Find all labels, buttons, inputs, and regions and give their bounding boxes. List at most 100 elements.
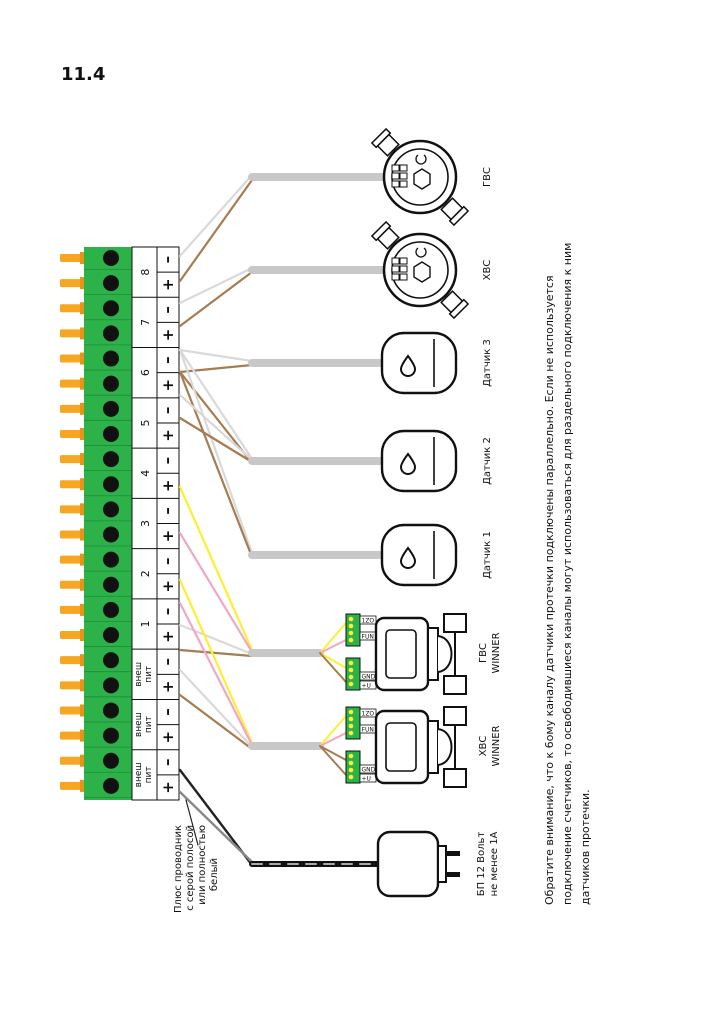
gvs-winner-label-2: WINNER bbox=[491, 632, 502, 673]
minus-sign: – bbox=[158, 507, 176, 515]
pin bbox=[60, 781, 82, 790]
minus-sign: – bbox=[158, 658, 176, 666]
plus-sign: + bbox=[159, 580, 177, 593]
gvs-meter-label: ГВС bbox=[482, 167, 493, 187]
plus-sign: + bbox=[159, 429, 177, 442]
wire-hw-pink bbox=[178, 601, 254, 747]
pin bbox=[60, 329, 82, 338]
screw bbox=[103, 400, 119, 417]
pin bbox=[60, 530, 82, 539]
plus-sign: + bbox=[159, 480, 177, 493]
pin bbox=[60, 279, 82, 288]
screw bbox=[103, 250, 119, 266]
plus-sign: + bbox=[159, 329, 177, 342]
plus-sign: + bbox=[159, 530, 177, 543]
pin-label: +U bbox=[362, 776, 371, 783]
hvs-winner-icon: 1ZO FUN GND +U bbox=[345, 706, 467, 788]
svg-text:Обратите внимание, что к 6ому: Обратите внимание, что к 6ому каналу дат… bbox=[543, 275, 556, 905]
sensor1-label: Датчик 1 bbox=[482, 531, 493, 579]
pin-base bbox=[80, 503, 86, 516]
sensor3-label: Датчик 3 bbox=[482, 339, 493, 387]
screw bbox=[103, 501, 119, 518]
screw bbox=[103, 576, 119, 593]
screw bbox=[103, 275, 119, 292]
wire-s3-brown bbox=[178, 363, 254, 374]
pin-base bbox=[80, 729, 86, 742]
screw bbox=[103, 350, 119, 367]
pin-label: FUN bbox=[362, 634, 374, 641]
plus-sign: + bbox=[159, 379, 177, 392]
channel-label: внеш bbox=[134, 712, 144, 737]
pin bbox=[60, 404, 82, 413]
screw bbox=[103, 752, 119, 769]
gvs-winner-label-1: ГВС bbox=[478, 643, 489, 663]
psu-label-2: не менее 1А bbox=[489, 831, 500, 896]
minus-sign: – bbox=[158, 759, 176, 767]
wire-ch5-white bbox=[178, 393, 254, 462]
pin bbox=[60, 580, 82, 589]
plus-wire-note: Плюс проводник с серой полосой или полно… bbox=[173, 825, 220, 913]
pin-strip bbox=[60, 252, 86, 792]
pin-label: 1ZO bbox=[362, 711, 375, 718]
wire-gw-brown bbox=[178, 648, 254, 658]
pin-base bbox=[80, 302, 86, 315]
svg-text:датчиков протечки.: датчиков протечки. bbox=[579, 789, 592, 905]
pin bbox=[60, 631, 82, 640]
wire-s1-white bbox=[178, 348, 254, 555]
wire-note-pointer bbox=[185, 799, 199, 846]
gvs-meter-icon bbox=[370, 127, 470, 227]
hvs-meter-label: ХВС bbox=[482, 260, 493, 281]
pin-base bbox=[80, 754, 86, 767]
pin bbox=[60, 505, 82, 514]
pin bbox=[60, 304, 82, 313]
screw bbox=[103, 727, 119, 744]
channel-number: 7 bbox=[139, 319, 152, 326]
channel-number: 5 bbox=[139, 419, 152, 426]
plus-sign: + bbox=[159, 630, 177, 643]
plus-sign: + bbox=[159, 731, 177, 744]
wire-power-gray bbox=[178, 790, 254, 864]
svg-text:Плюс проводник: Плюс проводник bbox=[173, 825, 184, 913]
section-number: 11.4 bbox=[61, 64, 106, 85]
pin-base bbox=[80, 654, 86, 667]
wire-s3-white bbox=[178, 348, 254, 363]
pin bbox=[60, 480, 82, 489]
winner-connector-bottom: GND +U bbox=[345, 657, 377, 691]
wire-gw-white bbox=[178, 623, 254, 656]
plus-sign: + bbox=[159, 681, 177, 694]
sensor2-icon bbox=[380, 429, 458, 493]
pin bbox=[60, 656, 82, 665]
channel-number: 3 bbox=[139, 520, 152, 527]
power-supply-icon bbox=[376, 830, 460, 898]
pin-base bbox=[80, 377, 86, 390]
screw bbox=[103, 526, 119, 543]
hvs-winner-label-1: ХВС bbox=[478, 736, 489, 757]
pin-base bbox=[80, 779, 86, 792]
sensor1-icon bbox=[380, 523, 458, 587]
minus-sign: – bbox=[158, 608, 176, 616]
svg-text:подключение счетчиков, то осво: подключение счетчиков, то освободившиеся… bbox=[561, 243, 574, 905]
pin-label: FUN bbox=[362, 727, 374, 734]
screw bbox=[103, 425, 119, 442]
pin bbox=[60, 555, 82, 564]
channel-label: внеш bbox=[134, 762, 144, 787]
screw bbox=[103, 652, 119, 669]
sensor3-icon bbox=[380, 331, 458, 395]
pin bbox=[60, 605, 82, 614]
wire-hw-white bbox=[178, 668, 254, 749]
pin-base bbox=[80, 427, 86, 440]
minus-sign: – bbox=[158, 256, 176, 264]
wire-hvs-white bbox=[178, 266, 254, 305]
pin bbox=[60, 379, 82, 388]
psu-label-1: БП 12 Вольт bbox=[476, 832, 487, 897]
wire-ch5-brown bbox=[178, 416, 254, 464]
pin-label: GND bbox=[362, 674, 376, 681]
wire-gvs-white bbox=[178, 173, 254, 258]
gvs-winner-icon: 1ZO FUN GND +U bbox=[345, 613, 467, 695]
plus-sign: + bbox=[159, 781, 177, 794]
channel-label: пит bbox=[144, 766, 154, 783]
pin-base bbox=[80, 679, 86, 692]
minus-sign: – bbox=[158, 407, 176, 415]
pin-base bbox=[80, 478, 86, 491]
